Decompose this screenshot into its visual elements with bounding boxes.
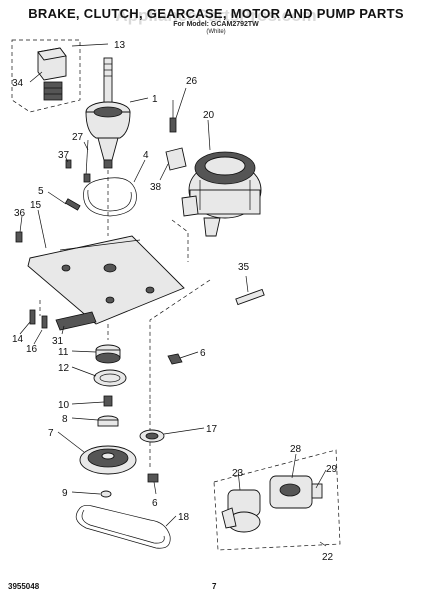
callout-12: 12 — [58, 363, 70, 374]
callout-6-lower: 6 — [152, 498, 158, 509]
part-10-spring[interactable] — [103, 395, 113, 407]
callout-31: 31 — [52, 336, 64, 347]
part-13-capacitor-assembly[interactable] — [11, 39, 81, 113]
part-8-hub[interactable] — [97, 415, 119, 427]
callout-13: 13 — [114, 40, 126, 51]
part-15-base-plate[interactable] — [27, 235, 185, 325]
part-5-spring[interactable] — [64, 198, 81, 211]
part-35-bolt[interactable] — [235, 288, 265, 306]
callout-35: 35 — [238, 262, 250, 273]
leader-lines — [19, 43, 327, 547]
callout-8: 8 — [62, 414, 68, 425]
part-9-washer[interactable] — [100, 490, 112, 498]
callout-14: 14 — [12, 334, 24, 345]
part-12-clutch-ring[interactable] — [93, 369, 127, 387]
callout-4: 4 — [143, 150, 149, 161]
callout-labels: 13 34 1 26 20 27 37 4 38 5 36 15 35 14 1… — [12, 40, 338, 563]
part-14-screw[interactable] — [29, 309, 36, 325]
callout-28: 28 — [290, 444, 302, 455]
part-6-nut[interactable] — [167, 353, 183, 365]
page-number: 7 — [212, 582, 217, 591]
part-1-gearcase[interactable] — [85, 57, 131, 169]
callout-36: 36 — [14, 208, 26, 219]
part-22-pump-assembly[interactable] — [213, 449, 341, 551]
callout-37: 37 — [58, 150, 70, 161]
callout-18: 18 — [178, 512, 190, 523]
callout-6-upper: 6 — [200, 348, 206, 359]
callout-29: 29 — [326, 464, 338, 475]
callout-16: 16 — [26, 344, 38, 355]
color-subtitle: (White) — [206, 29, 226, 35]
part-11-bearing[interactable] — [95, 344, 121, 364]
callout-9: 9 — [62, 488, 68, 499]
callout-15: 15 — [30, 200, 42, 211]
part-37-screw[interactable] — [65, 159, 72, 169]
part-20-motor[interactable] — [181, 151, 262, 237]
page-title: BRAKE, CLUTCH, GEARCASE, MOTOR AND PUMP … — [28, 6, 404, 21]
part-26-bracket[interactable] — [169, 100, 177, 133]
callout-17: 17 — [206, 424, 218, 435]
callout-20: 20 — [203, 110, 215, 121]
part-4-brake-strap[interactable] — [83, 177, 137, 217]
part-23-pump-body[interactable] — [221, 489, 261, 533]
callout-22: 22 — [322, 552, 334, 563]
callout-10: 10 — [58, 400, 70, 411]
part-18-drive-belt[interactable] — [75, 504, 171, 549]
part-17-seal[interactable] — [139, 429, 165, 443]
model-subtitle: For Model: GCAM2792TW — [173, 21, 259, 28]
callout-23: 23 — [232, 468, 244, 479]
part-31-pad[interactable] — [55, 311, 97, 331]
part-6-lower-nut[interactable] — [147, 473, 159, 483]
part-36-screw[interactable] — [15, 231, 23, 243]
callout-7: 7 — [48, 428, 54, 439]
callout-5: 5 — [38, 186, 44, 197]
callout-27: 27 — [72, 132, 84, 143]
part-7-pulley[interactable] — [79, 445, 137, 475]
document-number: 3955048 — [8, 582, 40, 591]
callout-11: 11 — [58, 347, 69, 358]
part-28-pump-motor[interactable] — [269, 475, 323, 509]
callout-26: 26 — [186, 76, 198, 87]
part-16-screw[interactable] — [41, 315, 48, 329]
callout-1: 1 — [152, 94, 158, 105]
callout-38: 38 — [150, 182, 162, 193]
part-27-link[interactable] — [83, 139, 91, 183]
part-38-switch[interactable] — [165, 147, 187, 171]
callout-34: 34 — [12, 78, 24, 89]
